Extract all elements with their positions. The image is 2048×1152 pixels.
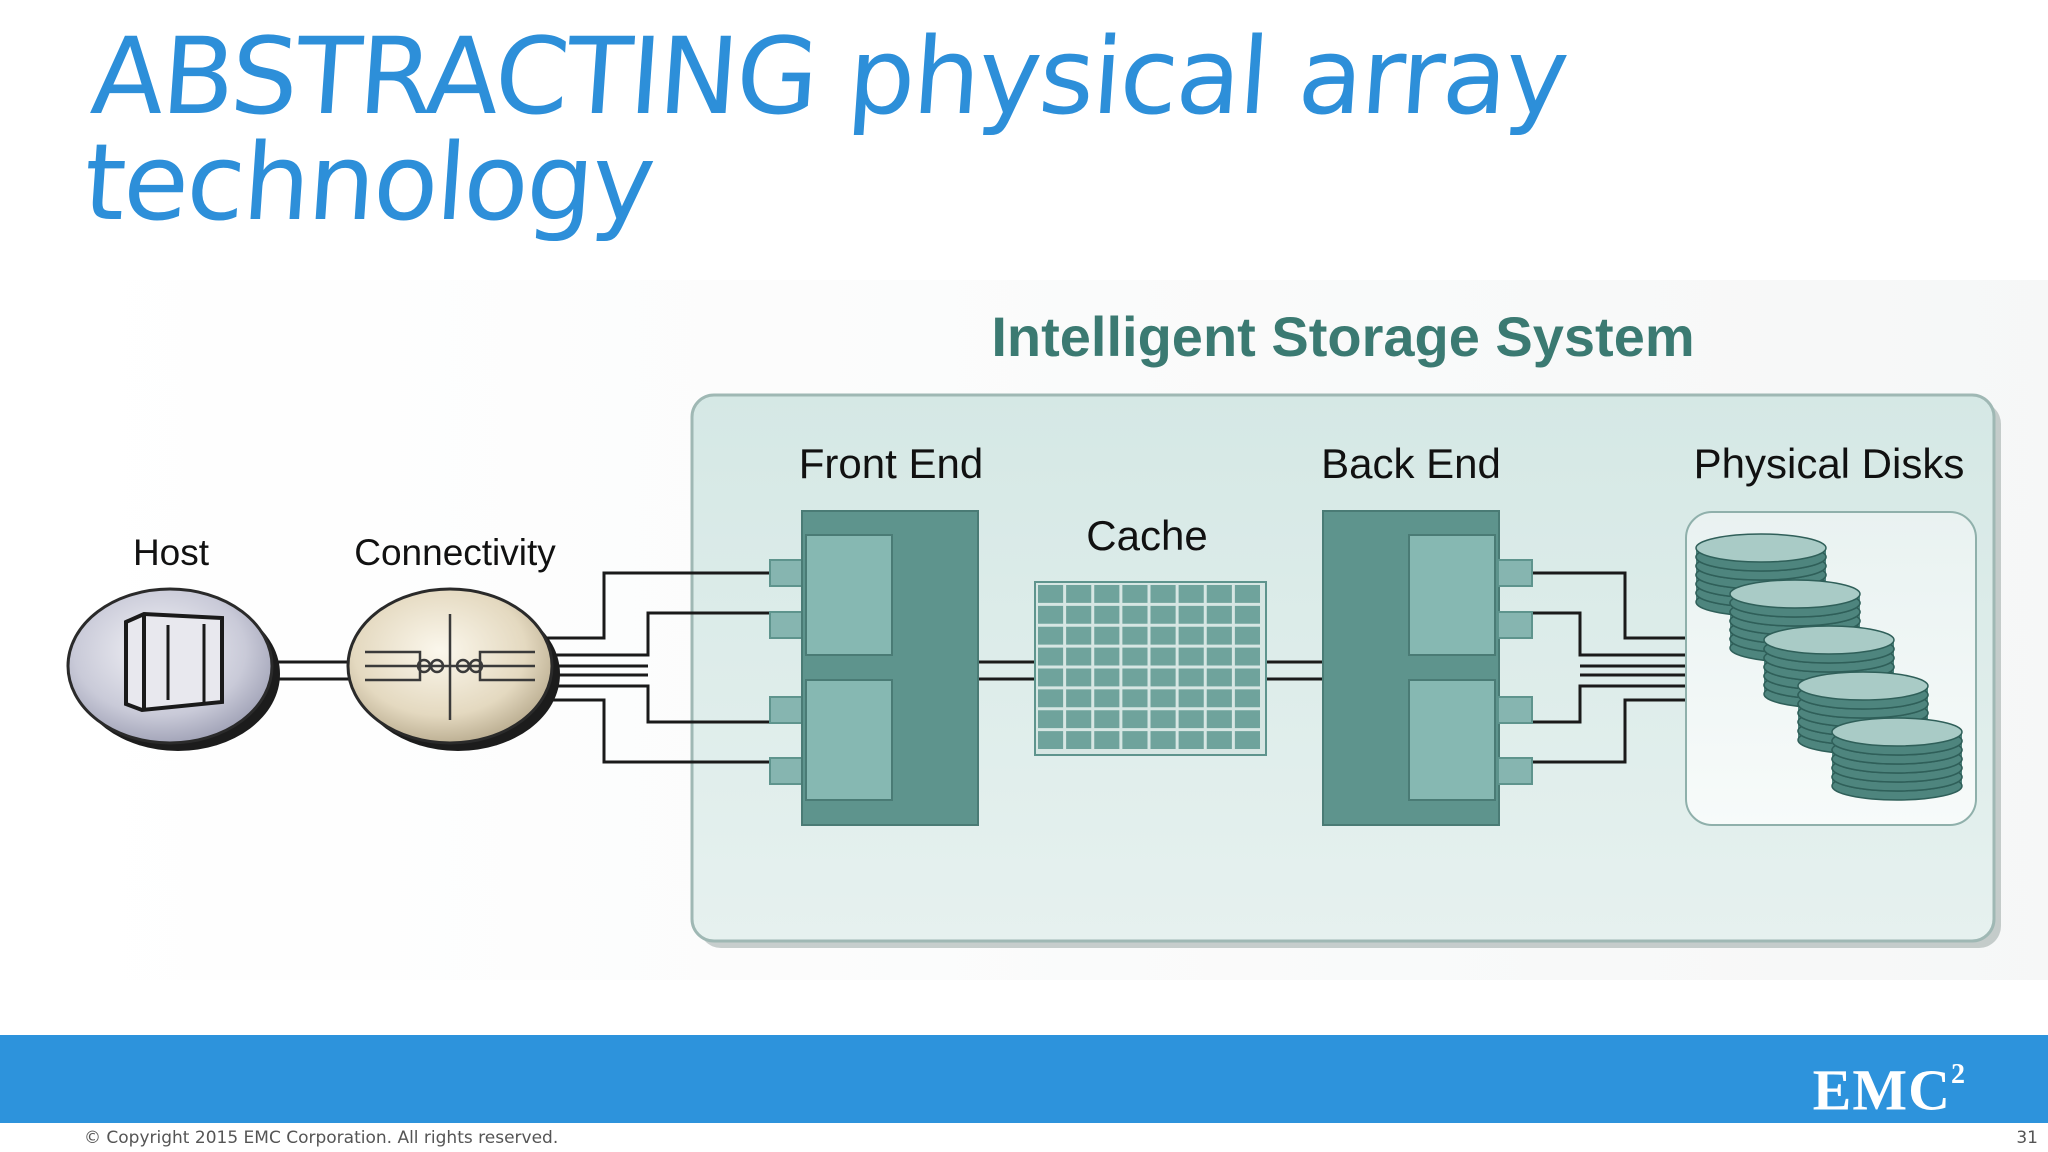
cache-cell <box>1178 668 1204 687</box>
cache-cell <box>1038 647 1064 666</box>
copyright-text: © Copyright 2015 EMC Corporation. All ri… <box>84 1128 559 1148</box>
disk-stack-icon <box>1831 717 1963 801</box>
footer-band: EMC2 <box>0 1035 2048 1123</box>
cache-cell <box>1094 668 1120 687</box>
cache-cell <box>1038 668 1064 687</box>
cache-cell <box>1038 710 1064 729</box>
cache-cell <box>1122 605 1148 624</box>
cache-cell <box>1150 668 1176 687</box>
cache-label: Cache <box>1086 512 1207 559</box>
cache-cell <box>1234 668 1260 687</box>
cache-cell <box>1094 605 1120 624</box>
cache-cell <box>1206 731 1232 749</box>
cache-cell <box>1178 689 1204 708</box>
system-title: Intelligent Storage System <box>991 305 1694 368</box>
cache-cell <box>1038 585 1064 603</box>
front-end-controller <box>769 510 979 826</box>
connectivity-switch-icon <box>346 587 560 751</box>
cache-cell <box>1150 626 1176 645</box>
cache-cell <box>1150 585 1176 603</box>
cache-cell <box>1206 668 1232 687</box>
cache-cell <box>1234 731 1260 749</box>
cache-cell <box>1234 605 1260 624</box>
connection-lines <box>272 571 1686 764</box>
cache-cell <box>1122 689 1148 708</box>
cache-cell <box>1094 647 1120 666</box>
disk-stack-icon <box>1729 579 1861 663</box>
cache-cell <box>1234 626 1260 645</box>
cache-cell <box>1066 668 1092 687</box>
back-end-controller <box>1322 510 1533 826</box>
cache-cell <box>1122 668 1148 687</box>
cache-cell <box>1234 710 1260 729</box>
cache-cell <box>1066 605 1092 624</box>
cache-cell <box>1234 689 1260 708</box>
cache-cell <box>1038 605 1064 624</box>
physical-disks-label: Physical Disks <box>1694 440 1965 487</box>
cache-cell <box>1150 647 1176 666</box>
cache-cell <box>1150 689 1176 708</box>
cache-cell <box>1178 710 1204 729</box>
cache-cell <box>1234 585 1260 603</box>
cache-cell <box>1066 689 1092 708</box>
cache-cell <box>1066 731 1092 749</box>
cache-cell <box>1122 626 1148 645</box>
cache-cell <box>1178 731 1204 749</box>
cache-cell <box>1150 731 1176 749</box>
cache-cell <box>1178 626 1204 645</box>
cache-cell <box>1038 731 1064 749</box>
cache-cell <box>1094 585 1120 603</box>
cache-cell <box>1206 647 1232 666</box>
host-server-icon <box>66 587 280 751</box>
cache-cell <box>1122 585 1148 603</box>
cache-cell <box>1094 710 1120 729</box>
cache-cell <box>1206 585 1232 603</box>
cache-cell <box>1122 731 1148 749</box>
cache-cell <box>1150 605 1176 624</box>
cache-cell <box>1066 710 1092 729</box>
cache-cell <box>1094 731 1120 749</box>
cache-cell <box>1178 647 1204 666</box>
cache-grid <box>1034 581 1267 756</box>
cache-cell <box>1122 647 1148 666</box>
cache-cell <box>1066 647 1092 666</box>
cache-cell <box>1066 626 1092 645</box>
cache-cell <box>1038 626 1064 645</box>
back-end-label: Back End <box>1321 440 1501 487</box>
cache-cell <box>1038 689 1064 708</box>
cache-cell <box>1206 626 1232 645</box>
cache-cell <box>1206 605 1232 624</box>
cache-cell <box>1178 605 1204 624</box>
cache-cell <box>1066 585 1092 603</box>
host-label: Host <box>133 532 210 573</box>
cache-cell <box>1122 710 1148 729</box>
cache-cell <box>1094 626 1120 645</box>
cache-cell <box>1150 710 1176 729</box>
disk-stacks <box>1695 533 1963 801</box>
page-number: 31 <box>2016 1128 2038 1148</box>
connectivity-label: Connectivity <box>354 532 556 573</box>
cache-cell <box>1234 647 1260 666</box>
cache-cell <box>1206 710 1232 729</box>
cache-cell <box>1094 689 1120 708</box>
cache-cell <box>1178 585 1204 603</box>
front-end-label: Front End <box>799 440 983 487</box>
emc-logo: EMC2 <box>1812 1057 1966 1123</box>
cache-cell <box>1206 689 1232 708</box>
storage-diagram: Intelligent Storage System Host Connecti… <box>60 280 2048 980</box>
